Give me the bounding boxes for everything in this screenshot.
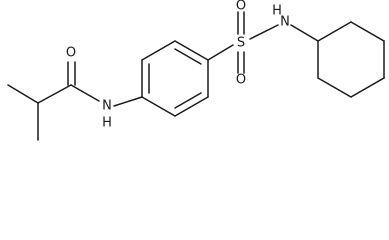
ring-double-bond-b [174, 48, 202, 65]
ring-double-bond-c [174, 92, 202, 109]
sulfonamide-hydrogen-label: H [272, 4, 282, 19]
cyclohexane-bond-1 [317, 21, 352, 42]
cyclohexane-bond-2 [350, 21, 385, 42]
bond-isopropyl-carbonyl [37, 84, 72, 104]
sulfonyl-oxygen-top-label: O [236, 0, 246, 14]
ring-bond-6 [141, 96, 176, 117]
ring-bond-5 [174, 96, 209, 117]
sulfonamide-nitrogen-label: N [280, 15, 290, 30]
cyclohexane-bond-5 [317, 77, 352, 98]
bond-methyl-top [7, 84, 39, 104]
bond-carbonyl-amide-n [70, 84, 100, 102]
molecule-structure: O N H S O O H N [7, 0, 385, 141]
sulfonyl-oxygen-bottom-label: O [236, 73, 246, 88]
cyclohexane-bond-4 [350, 77, 385, 98]
sulfur-label: S [237, 36, 245, 51]
ring-bond-3 [174, 40, 209, 61]
carbonyl-oxygen-label: O [66, 46, 76, 61]
bond-ring-sulfur [207, 44, 234, 61]
bond-sulfur-nitrogen [249, 24, 279, 40]
bond-amide-n-ring [113, 96, 143, 107]
bond-nitrogen-cyclohexyl [290, 24, 319, 42]
amide-nitrogen-label: N [102, 99, 112, 114]
ring-bond-2 [141, 40, 176, 61]
amide-hydrogen-label: H [102, 116, 112, 131]
